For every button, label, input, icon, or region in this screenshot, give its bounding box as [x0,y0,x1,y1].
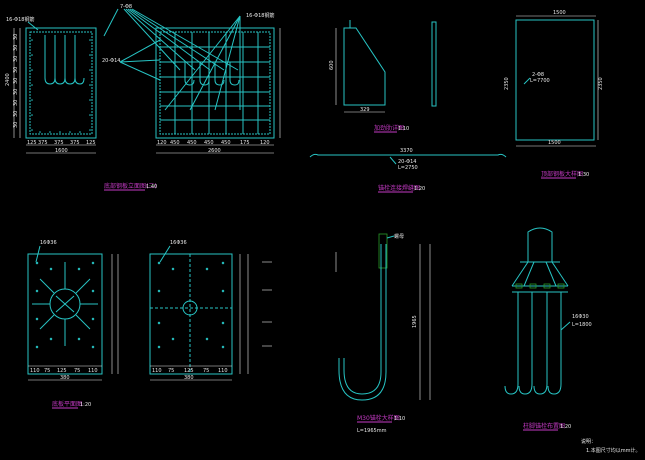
width-right-dim: 2600 [208,148,221,154]
svg-text:375: 375 [54,140,64,146]
bp-left-dims: 110 75 125 75 110 [30,368,98,374]
anchor-assembly-title: 柱脚锚栓布置图 [523,422,565,430]
svg-text:30: 30 [13,89,19,95]
svg-text:30: 30 [13,78,19,84]
top-bar-label: 2-Φ8 [532,72,544,78]
svg-text:110: 110 [88,368,98,374]
top-plate-title: 顶部钢板大样图 [541,170,583,178]
rib-detail: 600 329 [329,20,437,113]
svg-text:450: 450 [221,140,231,146]
svg-text:175: 175 [240,140,250,146]
right-bottom-dims: 120 450 450 450 450 175 120 [157,140,270,146]
svg-text:30: 30 [13,100,19,106]
svg-text:75: 75 [203,368,209,374]
svg-text:30: 30 [13,34,19,40]
top-width-bottom-dim: 1500 [548,140,561,146]
note-1: 1.本图尺寸均以mm计。 [586,447,641,454]
rib-detail-scale: 1:10 [398,126,409,132]
svg-text:75: 75 [74,368,80,374]
bar-7-label: 7-Φ8 [120,4,132,10]
bolt-holes-right [157,261,225,349]
top-plate-scale: 1:30 [578,172,589,178]
plate-elevation-left: 2400 30 30 30 30 30 30 30 30 30 125 375 … [5,16,97,154]
bar-16-left-label: 16-Φ18钢筋 [6,16,34,23]
top-width-top-dim: 1500 [553,10,566,16]
svg-text:450: 450 [170,140,180,146]
svg-text:110: 110 [152,368,162,374]
svg-text:375: 375 [70,140,80,146]
svg-text:125: 125 [184,368,194,374]
svg-text:30: 30 [13,122,19,128]
svg-text:375: 375 [38,140,48,146]
svg-text:30: 30 [13,45,19,51]
rib-bar-length: L=2750 [398,165,418,171]
hole-right-label: 16Φ36 [170,240,187,246]
width-left-dim: 1600 [55,148,68,154]
top-bar-length: L=7700 [530,78,550,84]
svg-text:125: 125 [27,140,37,146]
svg-text:125: 125 [57,368,67,374]
top-height-left-dim: 2350 [504,77,510,90]
rib-span-dim: 3370 [400,148,413,154]
anchor-weld-scale: 1:20 [414,186,425,192]
bolt-nuts [515,283,565,289]
anchor-bolt-detail: 螺母 1965 [335,233,431,401]
svg-text:30: 30 [13,111,19,117]
note-title: 说明： [581,438,596,445]
hole-left-label: 16Φ36 [40,240,57,246]
bolt-length-dim: 1965 [412,315,418,328]
bolt-holes [35,261,95,349]
base-plate-title: 底板平面图 [52,400,82,408]
rib-width-dim: 329 [360,107,370,113]
bp-right-dims: 110 75 125 75 110 [152,368,228,374]
assembly-bar-label: 16Φ30 [572,314,589,320]
rib-detail-title: 加劲肋详图 [374,124,404,132]
anchor-bolt-length: L=1965mm [357,428,387,434]
left-side-dims: 30 30 30 30 30 30 30 30 30 [13,34,19,128]
svg-text:75: 75 [44,368,50,374]
svg-text:120: 120 [260,140,270,146]
plate-elevation-scale: 1:40 [146,184,157,190]
bolt-head-label: 螺母 [394,233,404,240]
bp-width-left-dim: 380 [60,375,70,381]
base-plate-scale: 1:20 [80,402,91,408]
svg-text:450: 450 [187,140,197,146]
top-plate-detail: 1500 2350 2350 2-Φ8 L=7700 1500 [504,10,604,147]
plate-elevation-right: 120 450 450 450 450 175 120 2600 [155,27,281,154]
bar-20-label: 20-Φ14 [102,58,120,64]
base-plate-left: 16Φ36 110 75 125 75 110 380 [27,240,119,381]
svg-text:30: 30 [13,56,19,62]
svg-text:450: 450 [204,140,214,146]
anchor-bolt-title: M30锚栓大样图 [357,414,400,422]
height-left-dim: 2400 [5,73,11,86]
assembly-length: L=1800 [572,322,592,328]
rib-bar-label: 20-Φ14 [398,159,416,165]
rib-bar-detail: 3370 20-Φ14 L=2750 [309,148,507,171]
leader-lines [103,8,241,111]
left-bottom-dims: 125 375 375 375 125 [27,140,96,146]
anchor-bolt-scale: 1:10 [394,416,405,422]
top-height-right-dim: 2350 [598,77,604,90]
svg-text:30: 30 [13,67,19,73]
svg-text:110: 110 [218,368,228,374]
base-plate-right: 16Φ36 110 75 125 75 110 380 [149,240,272,381]
svg-text:110: 110 [30,368,40,374]
anchor-weld-title: 锚栓连接焊缝图 [378,184,420,192]
svg-text:75: 75 [168,368,174,374]
bp-width-right-dim: 380 [184,375,194,381]
svg-text:120: 120 [157,140,167,146]
rebar-dots [31,39,91,133]
rib-height-dim: 600 [329,60,335,70]
bar-16-right-label: 16-Φ18钢筋 [246,12,274,19]
plate-elevation-title: 底部钢板立面图(二) [104,182,157,190]
svg-text:125: 125 [86,140,96,146]
anchor-assembly-scale: 1:20 [560,424,571,430]
anchor-assembly: 16Φ30 L=1800 [504,227,592,395]
